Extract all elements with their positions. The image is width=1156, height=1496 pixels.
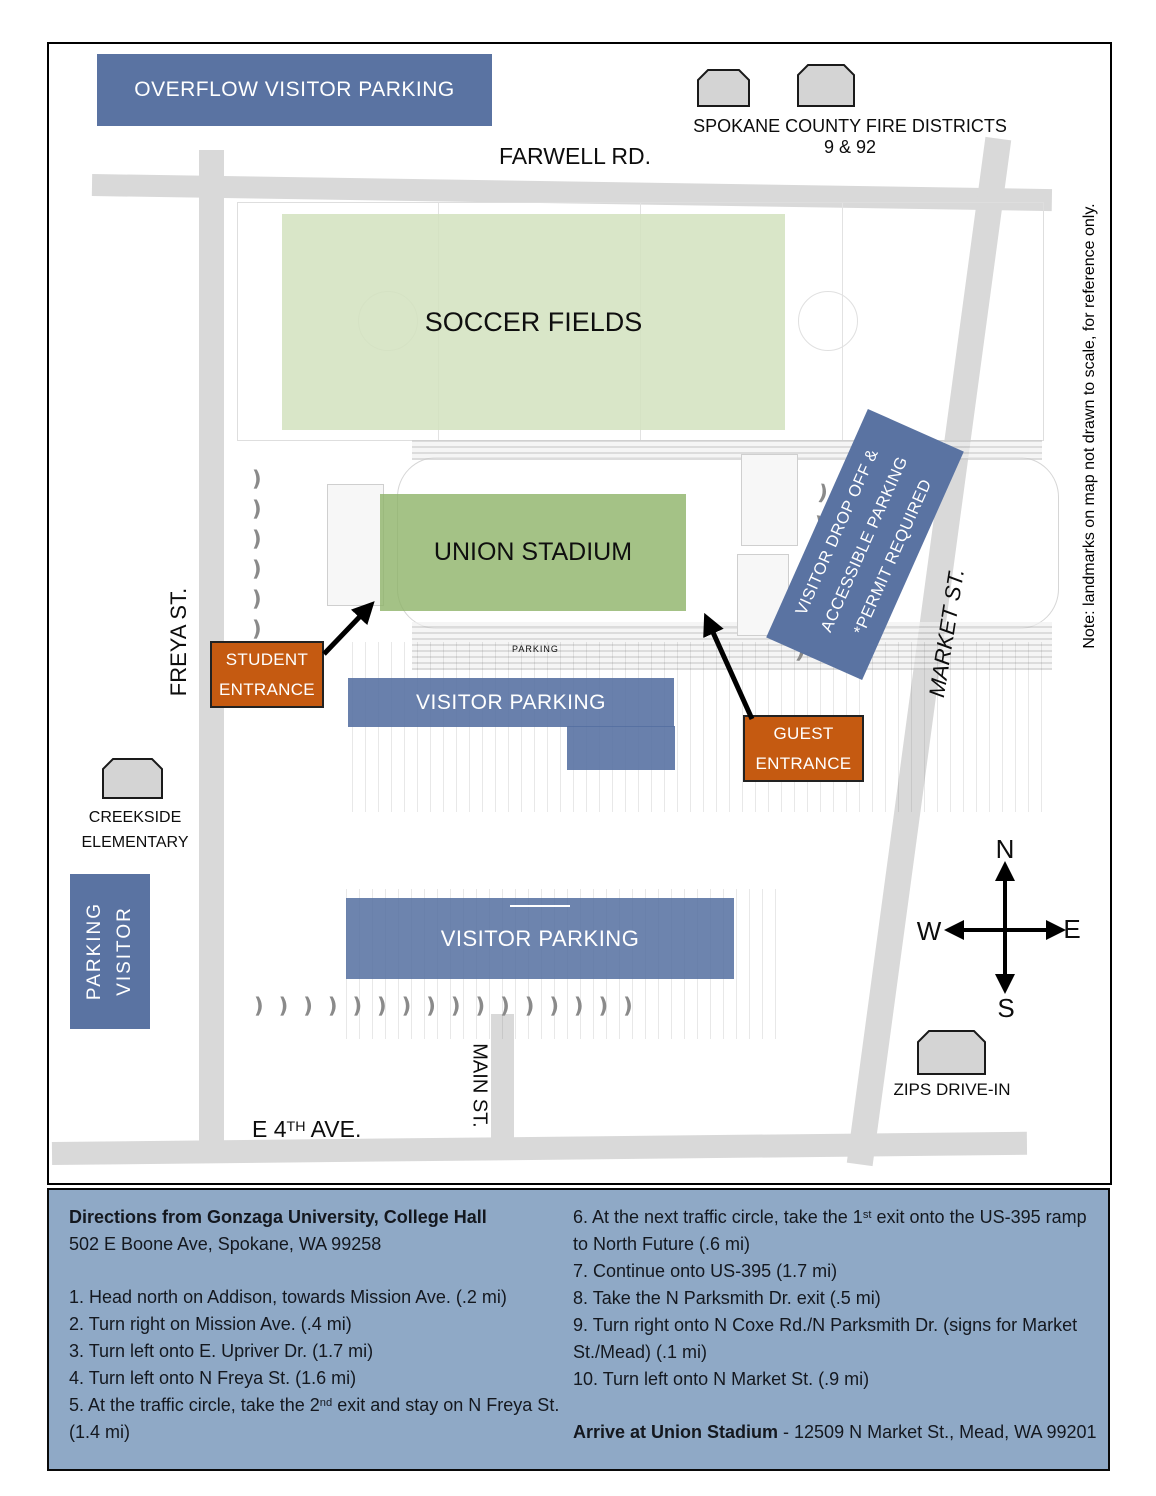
compass-east-label: E bbox=[1063, 914, 1081, 944]
creekside-elementary-icon bbox=[102, 758, 163, 799]
e-4th-ave-label: E 4TH AVE. bbox=[252, 1116, 362, 1142]
siteplan-parking-text: PARKING bbox=[512, 644, 559, 654]
student-entrance-arrow bbox=[322, 601, 375, 656]
direction-step: 5. At the traffic circle, take the 2nd e… bbox=[69, 1395, 560, 1442]
soccer-fields-label: SOCCER FIELDS bbox=[424, 306, 643, 337]
siteplan-building bbox=[327, 484, 384, 606]
direction-step: 6. At the next traffic circle, take the … bbox=[573, 1207, 1087, 1254]
visitor-parking-banner-lower: VISITOR PARKING bbox=[346, 898, 734, 979]
siteplan-bleachers-south bbox=[412, 622, 1052, 670]
visitor-parking-banner-left: VISITOR PARKING bbox=[70, 874, 150, 1029]
overflow-visitor-parking-banner: OVERFLOW VISITOR PARKING bbox=[97, 54, 492, 126]
zips-drive-in-label: ZIPS DRIVE-IN bbox=[893, 1080, 1011, 1099]
direction-step: 4. Turn left onto N Freya St. (1.6 mi) bbox=[69, 1368, 357, 1388]
direction-step: 10. Turn left onto N Market St. (.9 mi) bbox=[573, 1369, 870, 1389]
divider-line bbox=[510, 905, 570, 907]
map-note: Note: landmarks on map not drawn to scal… bbox=[1081, 203, 1098, 649]
overflow-visitor-parking-label: OVERFLOW VISITOR PARKING bbox=[134, 78, 455, 101]
map-area: PARKING )))))))) )))))))))))))))) ))))))… bbox=[47, 42, 1112, 1185]
visitor-parking-area-extension bbox=[567, 726, 675, 770]
arrival-line: Arrive at Union Stadium - 12509 N Market… bbox=[573, 1422, 1097, 1442]
visitor-parking-lower-label: VISITOR PARKING bbox=[440, 925, 640, 951]
compass-west-label: W bbox=[916, 916, 942, 946]
siteplan-building bbox=[741, 454, 798, 546]
direction-step: 1. Head north on Addison, towards Missio… bbox=[69, 1287, 507, 1307]
soccer-fields-area: SOCCER FIELDS bbox=[282, 214, 785, 430]
fire-station-icon bbox=[797, 64, 855, 107]
directions-title: Directions from Gonzaga University, Coll… bbox=[69, 1207, 487, 1227]
creekside-elementary-label: CREEKSIDE ELEMENTARY bbox=[81, 809, 189, 851]
guest-entrance-box: GUEST ENTRANCE bbox=[743, 715, 864, 782]
compass-south-label: S bbox=[997, 993, 1015, 1023]
directions-panel: Directions from Gonzaga University, Coll… bbox=[47, 1188, 1110, 1471]
directions-right-column: 6. At the next traffic circle, take the … bbox=[573, 1204, 1101, 1446]
freya-st-label: FREYA ST. bbox=[166, 587, 191, 697]
direction-step: 9. Turn right onto N Coxe Rd./N Parksmit… bbox=[573, 1315, 1078, 1362]
visitor-parking-left-label: VISITOR PARKING bbox=[83, 901, 135, 1001]
direction-step: 8. Take the N Parksmith Dr. exit (.5 mi) bbox=[573, 1288, 881, 1308]
visitor-parking-mid-label: VISITOR PARKING bbox=[416, 690, 606, 714]
road-main bbox=[491, 1014, 514, 1154]
fire-station-icon bbox=[697, 69, 750, 107]
zips-drive-in-icon bbox=[917, 1030, 986, 1075]
siteplan-parking-rows-upper bbox=[352, 642, 1052, 812]
direction-step: 7. Continue onto US-395 (1.7 mi) bbox=[573, 1261, 838, 1281]
main-st-label: MAIN ST. bbox=[468, 1043, 491, 1128]
union-stadium-area: UNION STADIUM bbox=[380, 494, 686, 611]
visitor-parking-banner-mid: VISITOR PARKING bbox=[348, 678, 674, 727]
union-stadium-label: UNION STADIUM bbox=[433, 538, 633, 566]
directions-address: 502 E Boone Ave, Spokane, WA 99258 bbox=[69, 1234, 382, 1254]
direction-step: 2. Turn right on Mission Ave. (.4 mi) bbox=[69, 1314, 352, 1334]
farwell-rd-label: FARWELL RD. bbox=[498, 143, 652, 169]
fire-districts-label: SPOKANE COUNTY FIRE DISTRICTS 9 & 92 bbox=[693, 116, 1007, 157]
direction-step: 3. Turn left onto E. Upriver Dr. (1.7 mi… bbox=[69, 1341, 374, 1361]
student-entrance-box: STUDENT ENTRANCE bbox=[210, 641, 324, 708]
compass-rose-icon bbox=[944, 861, 1066, 994]
tree-row-bottom: )))))))))))))))) bbox=[254, 994, 633, 1018]
guest-entrance-arrow bbox=[703, 612, 755, 721]
directions-left-column: Directions from Gonzaga University, Coll… bbox=[69, 1204, 567, 1446]
compass-north-label: N bbox=[995, 834, 1015, 864]
